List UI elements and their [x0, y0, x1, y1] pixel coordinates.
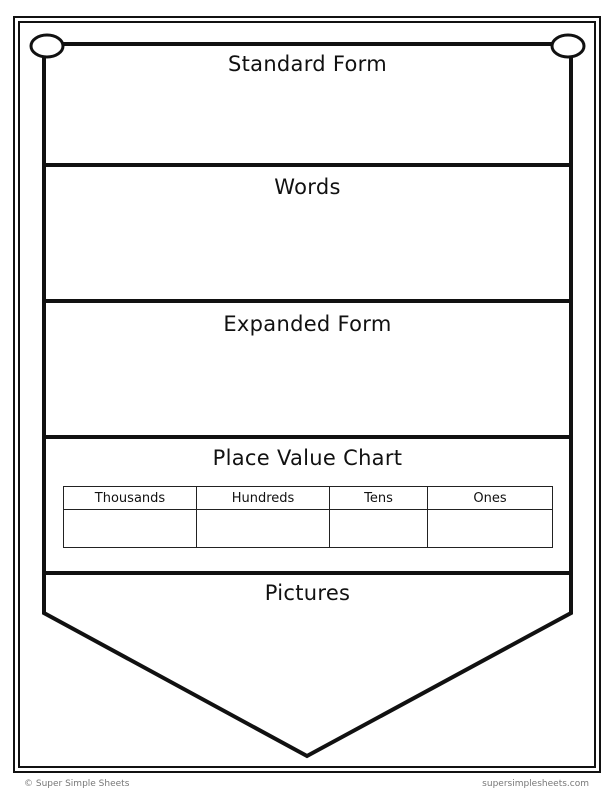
pictures-label: Pictures [264, 581, 351, 605]
hanging-ring-right [550, 33, 586, 59]
place-value-chart-label: Place Value Chart [212, 446, 403, 470]
header-tens: Tens [329, 486, 428, 510]
header-thousands: Thousands [63, 486, 197, 510]
outer-page-border [13, 16, 601, 773]
hanging-ring-left [29, 33, 65, 59]
standard-form-label: Standard Form [227, 52, 387, 76]
header-hundreds: Hundreds [196, 486, 330, 510]
words-label: Words [274, 175, 341, 199]
inner-page-border [18, 21, 596, 768]
header-ones: Ones [427, 486, 553, 510]
expanded-form-label: Expanded Form [223, 312, 392, 336]
footer-website: supersimplesheets.com [482, 779, 589, 789]
place-value-table: Thousands Hundreds Tens Ones [63, 486, 553, 548]
table-row [63, 509, 553, 548]
cell-hundreds[interactable] [196, 509, 330, 548]
cell-thousands[interactable] [63, 509, 197, 548]
banner-outline [42, 42, 573, 759]
footer-copyright: © Super Simple Sheets [24, 779, 130, 789]
cell-ones[interactable] [427, 509, 553, 548]
table-header-row: Thousands Hundreds Tens Ones [63, 486, 553, 510]
cell-tens[interactable] [329, 509, 428, 548]
